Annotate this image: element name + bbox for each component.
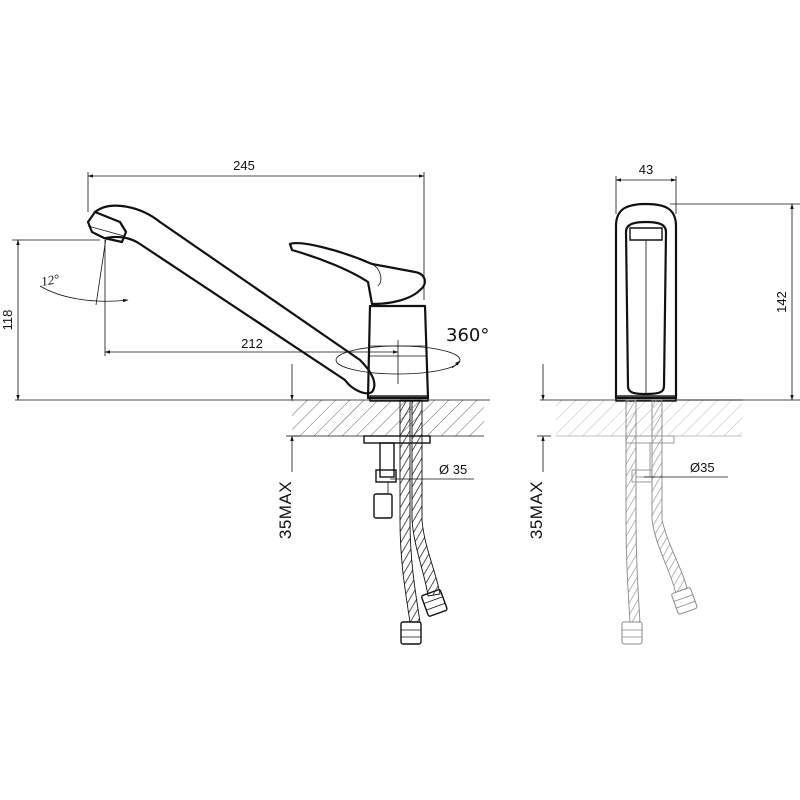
mounting-stud	[373, 493, 393, 519]
front-view: 245 118 212 12° 360° 35MAX Ø 35	[0, 158, 490, 645]
front-angle-label: 12°	[40, 271, 61, 289]
hose-right	[411, 399, 441, 597]
side-width-label: 43	[639, 162, 653, 177]
front-height-label: 118	[0, 310, 15, 331]
front-diameter-label: Ø 35	[439, 462, 467, 477]
side-faucet-body	[614, 202, 678, 400]
side-hose-nut-right	[671, 587, 698, 615]
hose-nut-right	[421, 589, 448, 617]
side-hose-nut-left	[621, 621, 643, 645]
countertop-section	[292, 400, 484, 436]
side-diameter-label: Ø35	[690, 460, 715, 475]
side-view: 43 142 35MAX Ø35	[527, 162, 800, 645]
side-countertop-section	[556, 400, 742, 436]
hose-nut-left	[400, 621, 422, 645]
front-width-label: 245	[233, 158, 255, 173]
side-max-thickness-label: 35MAX	[527, 481, 546, 539]
spout	[93, 204, 376, 395]
side-height-label: 142	[774, 291, 789, 313]
front-rotation-label: 360°	[446, 325, 489, 346]
front-reach-label: 212	[241, 336, 263, 351]
handle-lever	[288, 242, 426, 306]
front-max-thickness-label: 35MAX	[276, 481, 295, 539]
